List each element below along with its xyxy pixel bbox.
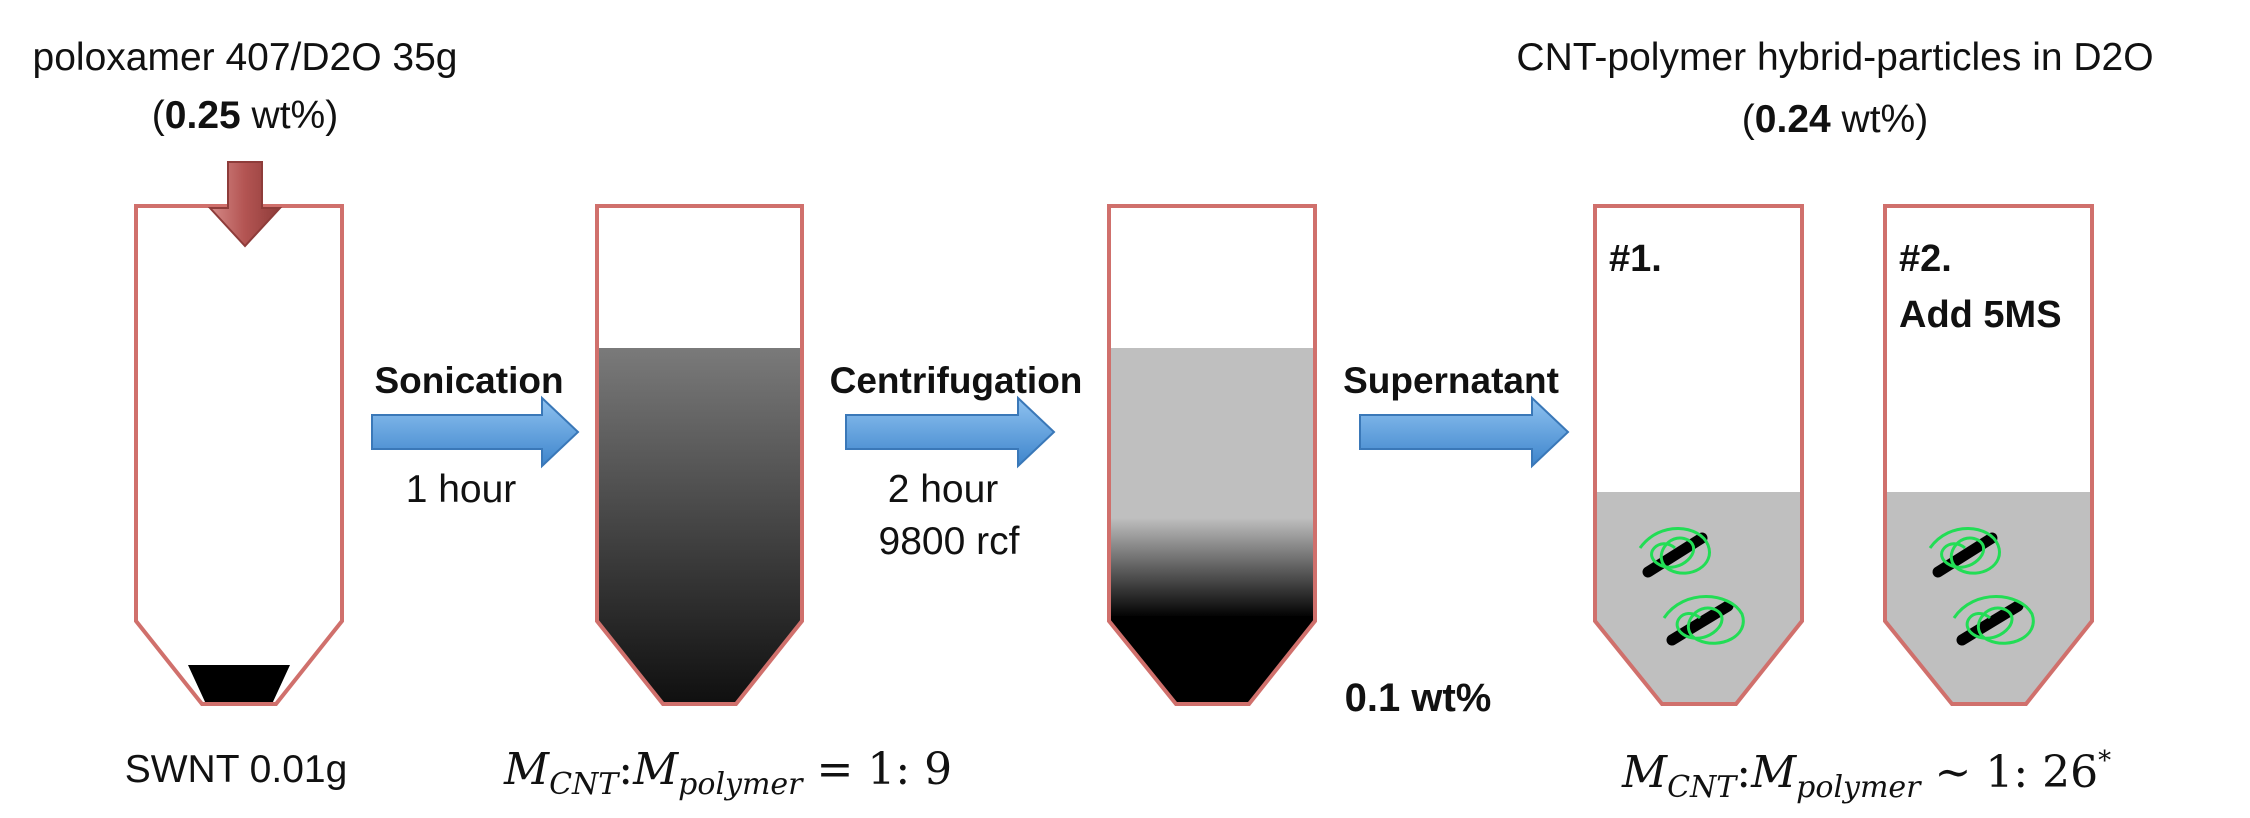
centrifugation-duration: 2 hour bbox=[887, 468, 999, 511]
product-label: CNT-polymer hybrid-particles in D2O bbox=[1516, 36, 2154, 79]
ratio-final: MCNT:Mpolymer ~ 1: 26* bbox=[1622, 746, 2112, 805]
add-polymer-arrow-icon bbox=[207, 161, 283, 248]
swnt-mass-label: SWNT 0.01g bbox=[124, 748, 348, 791]
sonication-arrow-icon bbox=[371, 395, 580, 469]
hybrid-particle-icon bbox=[1952, 595, 2035, 646]
supernatant-layer bbox=[1109, 348, 1315, 520]
dark-dispersion bbox=[597, 348, 802, 704]
tube-5 bbox=[1883, 204, 2094, 706]
centrifugation-arrow-icon bbox=[845, 395, 1056, 469]
product-concentration-value: 0.24 bbox=[1754, 98, 1831, 141]
hybrid-particle-icon bbox=[1638, 527, 1711, 578]
hybrid-particle-icon bbox=[1662, 595, 1745, 646]
hybrid-liquid-1 bbox=[1595, 492, 1802, 704]
ratio-initial: MCNT:Mpolymer = 1: 9 bbox=[504, 744, 953, 802]
supernatant-concentration: 0.1 wt% bbox=[1344, 676, 1492, 720]
sediment bbox=[1109, 616, 1315, 704]
polymer-solution-label: poloxamer 407/D2O 35g bbox=[32, 36, 458, 79]
tube-2-additive: Add 5MS bbox=[1899, 294, 2062, 336]
hybrid-liquid-2 bbox=[1885, 492, 2092, 704]
tube-3 bbox=[1107, 204, 1317, 706]
tube-2 bbox=[595, 204, 804, 706]
tube-1-number: #1. bbox=[1609, 238, 1662, 280]
centrifugation-label: Centrifugation bbox=[829, 360, 1083, 401]
tube-2-number: #2. bbox=[1899, 238, 1952, 280]
tube-4 bbox=[1593, 204, 1804, 706]
tube-1 bbox=[134, 204, 344, 706]
hybrid-particle-icon bbox=[1928, 527, 2001, 578]
tube-2-outline bbox=[595, 204, 804, 706]
tube-5-outline bbox=[1883, 204, 2094, 706]
supernatant-arrow-icon bbox=[1359, 395, 1570, 469]
centrifugation-force: 9800 rcf bbox=[878, 520, 1020, 563]
sediment-gradient bbox=[1109, 518, 1315, 618]
polymer-concentration-value: 0.25 bbox=[164, 94, 241, 137]
sonication-label: Sonication bbox=[374, 360, 564, 401]
supernatant-label: Supernatant bbox=[1343, 360, 1559, 401]
tube-4-outline bbox=[1593, 204, 1804, 706]
polymer-concentration: (0.25 wt%) bbox=[151, 94, 339, 137]
sonication-duration: 1 hour bbox=[405, 468, 517, 511]
tube-3-outline bbox=[1107, 204, 1317, 706]
product-concentration: (0.24 wt%) bbox=[1741, 98, 1929, 141]
tube-1-outline bbox=[134, 204, 344, 706]
swnt-powder bbox=[188, 665, 290, 704]
